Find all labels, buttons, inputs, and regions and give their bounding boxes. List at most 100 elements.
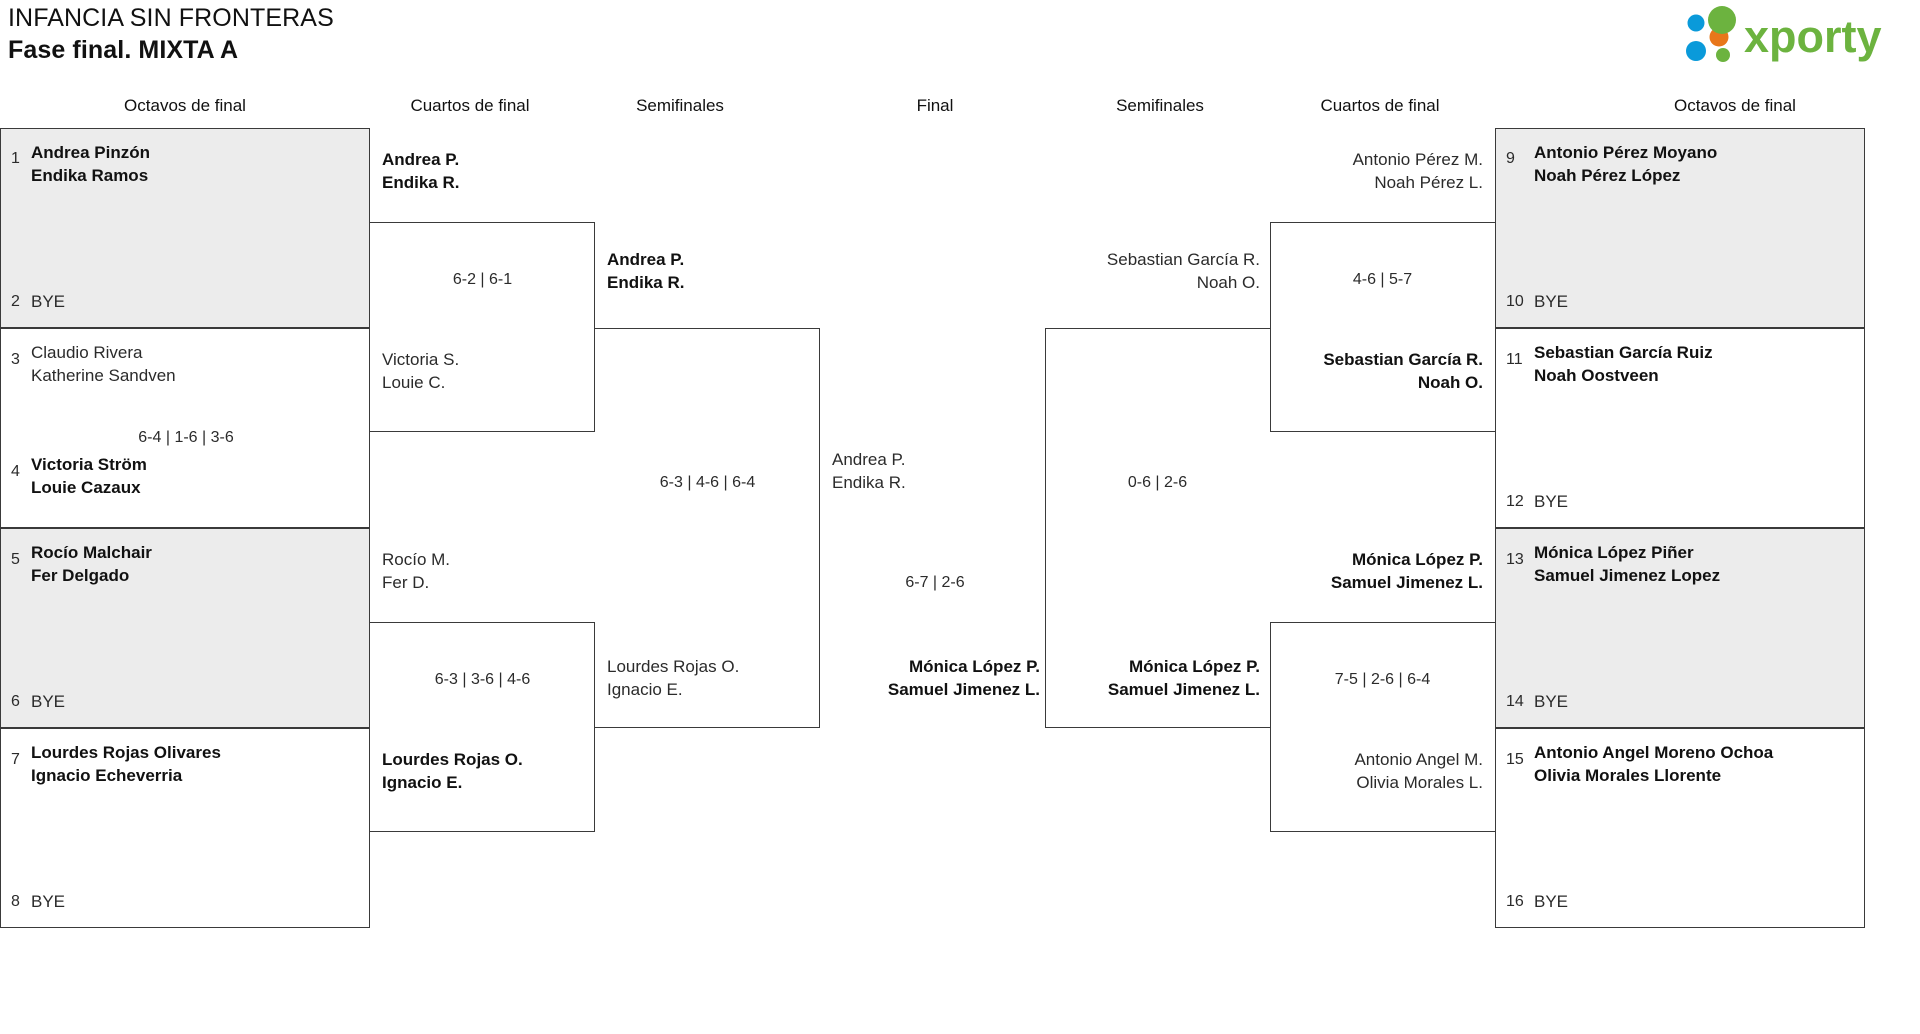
seed-number: 13: [1506, 551, 1524, 568]
final-player-names-bottom: Mónica López P. Samuel Jimenez L.: [790, 655, 1040, 701]
player-line-2: Louie C.: [382, 373, 446, 392]
player-line-2: Endika R.: [607, 273, 685, 292]
player-names: Mónica López Piñer Samuel Jimenez Lopez: [1534, 541, 1720, 587]
seed-number: 5: [11, 551, 20, 568]
tournament-name: INFANCIA SIN FRONTERAS: [8, 4, 334, 32]
player-line-2: Katherine Sandven: [31, 366, 176, 385]
player-line-1: Sebastian García R.: [1323, 350, 1483, 369]
player-line-1: Victoria Ström: [31, 455, 147, 474]
seed-number: 11: [1506, 351, 1523, 368]
bye-label: BYE: [1534, 492, 1569, 511]
player-line-1: Lourdes Rojas O.: [382, 750, 523, 769]
round-header-right-qf: Cuartos de final: [1320, 96, 1440, 115]
sf-player-names-right-1: Sebastian García R. Noah O.: [1045, 248, 1260, 294]
match-cell-left-1[interactable]: 1 Andrea Pinzón Endika Ramos 2 BYE: [0, 128, 370, 328]
player-line-2: Endika R.: [832, 473, 906, 492]
round-header-left-sf: Semifinales: [636, 96, 724, 115]
qf-player-names-right-3: Mónica López P. Samuel Jimenez L.: [1270, 548, 1483, 594]
seed-number: 10: [1506, 293, 1524, 310]
player-line-2: Louie Cazaux: [31, 478, 141, 497]
svg-text:xporty: xporty: [1744, 11, 1882, 62]
match-cell-right-1[interactable]: 9 Antonio Pérez Moyano Noah Pérez López …: [1495, 128, 1865, 328]
page-title: INFANCIA SIN FRONTERAS Fase final. MIXTA…: [8, 2, 334, 66]
player-line-1: Lourdes Rojas O.: [607, 657, 740, 676]
player-line-2: Samuel Jimenez L.: [887, 680, 1040, 699]
match-cell-left-4[interactable]: 7 Lourdes Rojas Olivares Ignacio Echever…: [0, 728, 370, 928]
bye-label: BYE: [1534, 892, 1569, 911]
seed-number: 8: [11, 893, 20, 910]
connector-left-qf-2: [370, 622, 595, 832]
player-line-1: Antonio Pérez Moyano: [1534, 143, 1718, 162]
qf-score-left-1: 6-2 | 6-1: [452, 271, 513, 288]
player-line-1: Andrea P.: [832, 450, 906, 469]
qf-player-names-left-1: Andrea P. Endika R.: [382, 148, 459, 194]
seed-number: 12: [1506, 493, 1524, 510]
player-line-2: Noah O.: [1417, 373, 1483, 392]
player-line-1: Rocío Malchair: [31, 543, 152, 562]
player-line-1: Antonio Angel M.: [1354, 750, 1483, 769]
player-line-1: Mónica López Piñer: [1534, 543, 1694, 562]
player-line-2: Samuel Jimenez L.: [1107, 680, 1260, 699]
bye-label: BYE: [31, 292, 66, 311]
player-line-1: Sebastian García R.: [1106, 250, 1260, 269]
player-line-2: Fer Delgado: [31, 566, 130, 585]
final-score: 6-7 | 2-6: [905, 574, 965, 591]
sf-score-right: 0-6 | 2-6: [1127, 474, 1188, 491]
match-cell-right-2[interactable]: 11 Sebastian García Ruiz Noah Oostveen 1…: [1495, 328, 1865, 528]
player-line-1: Mónica López P.: [1352, 550, 1483, 569]
sf-player-names-left-2: Lourdes Rojas O. Ignacio E.: [607, 655, 739, 701]
player-line-2: Ignacio E.: [607, 680, 683, 699]
seed-number: 2: [11, 293, 20, 310]
round-header-right-r16: Octavos de final: [1674, 96, 1796, 115]
match-cell-right-4[interactable]: 15 Antonio Angel Moreno Ochoa Olivia Mor…: [1495, 728, 1865, 928]
qf-player-names-right-1: Antonio Pérez M. Noah Pérez L.: [1270, 148, 1483, 194]
round-header-left-qf: Cuartos de final: [410, 96, 530, 115]
player-names: Antonio Angel Moreno Ochoa Olivia Morale…: [1534, 741, 1773, 787]
player-line-1: Victoria S.: [382, 350, 460, 369]
round-header-left-r16: Octavos de final: [124, 96, 246, 115]
player-line-1: Rocío M.: [382, 550, 451, 569]
player-line-1: Andrea P.: [382, 150, 460, 169]
connector-right-sf: [1045, 328, 1270, 728]
round-header-right-sf: Semifinales: [1116, 96, 1204, 115]
seed-number: 4: [11, 463, 20, 480]
player-names: Sebastian García Ruiz Noah Oostveen: [1534, 341, 1713, 387]
player-line-2: Samuel Jimenez L.: [1330, 573, 1483, 592]
round-header-final: Final: [916, 96, 954, 115]
bye-label: BYE: [1534, 292, 1569, 311]
player-names: Victoria Ström Louie Cazaux: [31, 453, 147, 499]
player-line-2: Samuel Jimenez Lopez: [1534, 566, 1721, 585]
seed-number: 1: [11, 150, 20, 167]
player-line-1: Andrea Pinzón: [31, 143, 151, 162]
seed-number: 9: [1506, 150, 1515, 167]
match-cell-right-3[interactable]: 13 Mónica López Piñer Samuel Jimenez Lop…: [1495, 528, 1865, 728]
player-names: Lourdes Rojas Olivares Ignacio Echeverri…: [31, 741, 221, 787]
qf-player-names-left-2: Victoria S. Louie C.: [382, 348, 459, 394]
match-cell-left-3[interactable]: 5 Rocío Malchair Fer Delgado 6 BYE: [0, 528, 370, 728]
player-line-1: Antonio Angel Moreno Ochoa: [1534, 743, 1774, 762]
phase-name: Fase final. MIXTA A: [8, 36, 239, 64]
player-line-1: Mónica López P.: [1129, 657, 1260, 676]
player-line-2: Olivia Morales Llorente: [1534, 766, 1722, 785]
player-names: Rocío Malchair Fer Delgado: [31, 541, 152, 587]
player-line-1: Claudio Rivera: [31, 343, 143, 362]
bye-label: BYE: [31, 892, 66, 911]
seed-number: 15: [1506, 751, 1524, 768]
seed-number: 7: [11, 751, 20, 768]
qf-player-names-left-4: Lourdes Rojas O. Ignacio E.: [382, 748, 523, 794]
qf-score-right-2: 7-5 | 2-6 | 6-4: [1334, 671, 1431, 688]
player-line-2: Noah Pérez López: [1534, 166, 1681, 185]
bye-label: BYE: [1534, 692, 1569, 711]
player-line-2: Ignacio Echeverria: [31, 766, 183, 785]
bye-label: BYE: [31, 692, 66, 711]
player-line-1: Sebastian García Ruiz: [1534, 343, 1713, 362]
player-line-2: Noah Pérez L.: [1374, 173, 1483, 192]
qf-score-right-1: 4-6 | 5-7: [1352, 271, 1413, 288]
match-cell-left-2[interactable]: 3 Claudio Rivera Katherine Sandven 6-4 |…: [0, 328, 370, 528]
player-line-2: Endika R.: [382, 173, 460, 192]
seed-number: 3: [11, 351, 20, 368]
player-names: Andrea Pinzón Endika Ramos: [31, 141, 150, 187]
player-names: Claudio Rivera Katherine Sandven: [31, 341, 176, 387]
qf-score-left-2: 6-3 | 3-6 | 4-6: [434, 671, 531, 688]
seed-number: 16: [1506, 893, 1524, 910]
